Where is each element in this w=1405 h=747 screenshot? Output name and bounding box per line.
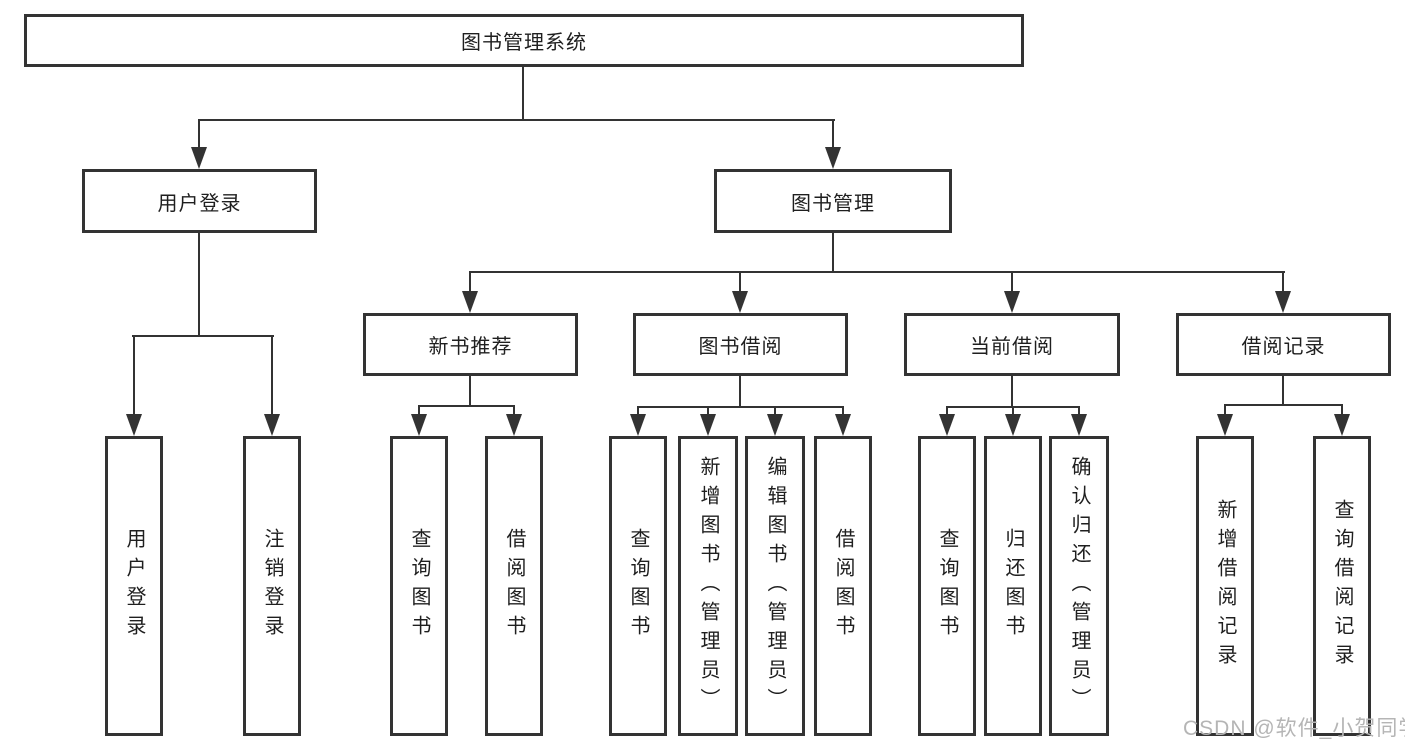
arrow-down-icon: [630, 414, 646, 436]
leaf-logout: 注销登录: [243, 436, 301, 736]
connector-feeder: [469, 376, 471, 407]
connector-stem: [946, 406, 948, 418]
arrow-down-icon: [825, 147, 841, 169]
node-book-management: 图书管理: [714, 169, 952, 233]
node-borrow-records-label: 借阅记录: [1241, 336, 1326, 358]
node-borrow-records: 借阅记录: [1176, 313, 1391, 376]
connector-stem: [1078, 406, 1080, 418]
node-new-book-recommend-label: 新书推荐: [428, 336, 513, 358]
node-root: 图书管理系统: [24, 14, 1024, 67]
connector-stem-leaf-logout: [271, 335, 273, 417]
connector-bracket: [1224, 404, 1343, 406]
arrow-down-icon: [1275, 291, 1291, 313]
connector-feeder: [739, 376, 741, 408]
leaf-return-books: 归还图书: [984, 436, 1042, 736]
connector-stem-book-borrow: [739, 271, 741, 295]
node-current-borrow-label: 当前借阅: [970, 336, 1054, 358]
leaf-borrow-books-recommend-label: 借阅图书: [503, 528, 525, 644]
connector-stem-current-borrow: [1011, 271, 1013, 295]
node-book-management-label: 图书管理: [791, 192, 875, 215]
connector-stem: [637, 406, 639, 418]
arrow-down-icon: [126, 414, 142, 436]
leaf-logout-label: 注销登录: [261, 528, 283, 644]
arrow-down-icon: [264, 414, 280, 436]
connector-user-login-bracket: [132, 335, 274, 337]
connector-user-login-feeder: [198, 233, 200, 336]
connector-stem-borrow-records: [1282, 271, 1284, 295]
leaf-query-books-recommend-label: 查询图书: [408, 528, 430, 644]
arrow-down-icon: [1004, 291, 1020, 313]
connector-stem: [842, 406, 844, 418]
arrow-down-icon: [700, 414, 716, 436]
connector-stem: [707, 406, 709, 418]
connector-stem: [513, 405, 515, 418]
leaf-add-borrow-record-label: 新增借阅记录: [1214, 499, 1236, 673]
connector-book-mgmt-feeder: [832, 233, 834, 273]
connector-stem: [418, 405, 420, 418]
leaf-query-books-current-label: 查询图书: [936, 528, 958, 644]
connector-stem-user-login: [198, 119, 200, 151]
connector-stem: [1341, 404, 1343, 418]
leaf-add-books-admin-label: 新增图书（管理员）: [697, 455, 719, 717]
leaf-borrow-books-label: 借阅图书: [832, 528, 854, 644]
arrow-down-icon: [732, 291, 748, 313]
arrow-down-icon: [1071, 414, 1087, 436]
arrow-down-icon: [411, 414, 427, 436]
node-current-borrow: 当前借阅: [904, 313, 1120, 376]
connector-bracket: [418, 405, 515, 407]
leaf-edit-books-admin-label: 编辑图书（管理员）: [764, 455, 786, 717]
connector-level3-bracket: [469, 271, 1285, 273]
leaf-add-books-admin: 新增图书（管理员）: [678, 436, 738, 736]
leaf-query-books-borrow-label: 查询图书: [627, 528, 649, 644]
leaf-borrow-books: 借阅图书: [814, 436, 872, 736]
watermark: CSDN @软件_小贺同学: [1183, 717, 1405, 740]
connector-root-feeder: [522, 67, 524, 120]
leaf-query-borrow-record: 查询借阅记录: [1313, 436, 1371, 736]
arrow-down-icon: [191, 147, 207, 169]
leaf-confirm-return-admin-label: 确认归还（管理员）: [1068, 455, 1090, 717]
node-root-label: 图书管理系统: [461, 32, 587, 54]
arrow-down-icon: [767, 414, 783, 436]
leaf-query-books-recommend: 查询图书: [390, 436, 448, 736]
node-book-borrow: 图书借阅: [633, 313, 848, 376]
arrow-down-icon: [1334, 414, 1350, 436]
node-user-login: 用户登录: [82, 169, 317, 233]
arrow-down-icon: [939, 414, 955, 436]
connector-stem-book-mgmt: [832, 119, 834, 151]
connector-stem: [1224, 404, 1226, 418]
connector-stem-new-book: [469, 271, 471, 295]
arrow-down-icon: [1005, 414, 1021, 436]
connector-feeder: [1011, 376, 1013, 408]
leaf-query-borrow-record-label: 查询借阅记录: [1331, 499, 1353, 673]
connector-stem-leaf-user-login: [133, 335, 135, 417]
node-user-login-label: 用户登录: [157, 192, 242, 215]
leaf-borrow-books-recommend: 借阅图书: [485, 436, 543, 736]
leaf-confirm-return-admin: 确认归还（管理员）: [1049, 436, 1109, 736]
leaf-query-books-current: 查询图书: [918, 436, 976, 736]
arrow-down-icon: [462, 291, 478, 313]
leaf-edit-books-admin: 编辑图书（管理员）: [745, 436, 805, 736]
leaf-add-borrow-record: 新增借阅记录: [1196, 436, 1254, 736]
arrow-down-icon: [1217, 414, 1233, 436]
leaf-return-books-label: 归还图书: [1002, 528, 1024, 644]
leaf-user-login: 用户登录: [105, 436, 163, 736]
connector-level2-bracket: [198, 119, 835, 121]
connector-feeder: [1282, 376, 1284, 406]
arrow-down-icon: [506, 414, 522, 436]
connector-bracket: [637, 406, 844, 408]
node-book-borrow-label: 图书借阅: [698, 336, 783, 358]
connector-stem: [1012, 406, 1014, 418]
node-new-book-recommend: 新书推荐: [363, 313, 578, 376]
connector-stem: [774, 406, 776, 418]
arrow-down-icon: [835, 414, 851, 436]
leaf-query-books-borrow: 查询图书: [609, 436, 667, 736]
leaf-user-login-label: 用户登录: [123, 528, 145, 644]
